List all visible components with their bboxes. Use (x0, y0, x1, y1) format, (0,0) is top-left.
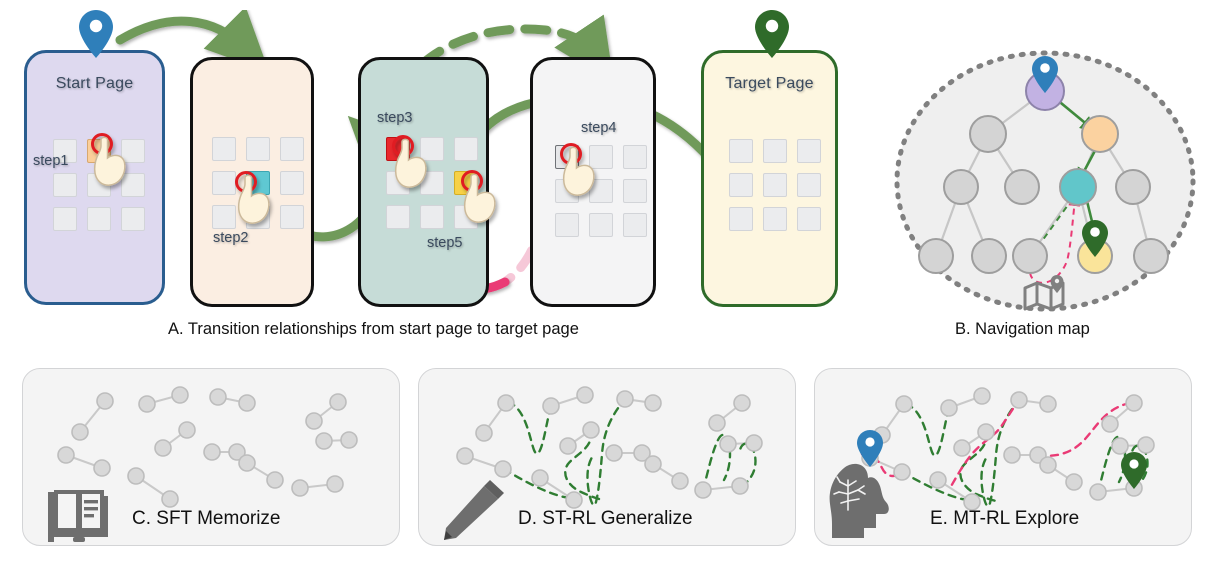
tile[interactable] (454, 137, 478, 161)
page-card-start-page[interactable]: Start Page step1 (24, 50, 165, 305)
tile[interactable] (729, 139, 753, 163)
panel-c-graph (48, 386, 358, 542)
tile[interactable] (589, 179, 613, 203)
tile-grid-start (53, 139, 145, 231)
tile[interactable] (121, 173, 145, 197)
tile[interactable] (420, 205, 444, 229)
tile[interactable] (87, 207, 111, 231)
caption-panel-d: D. ST-RL Generalize (518, 508, 693, 529)
page-card-target-page[interactable]: Target Page (701, 50, 838, 307)
step-label-step3: step3 (377, 110, 413, 126)
tile[interactable] (420, 137, 444, 161)
step-label-step5: step5 (427, 235, 463, 251)
panel-b-navigation-map (894, 50, 1196, 312)
page-title-target: Target Page (725, 75, 814, 92)
tile[interactable] (212, 205, 236, 229)
pointing-hand-click-icon (91, 133, 126, 186)
caption-panel-c: C. SFT Memorize (132, 508, 281, 529)
tile[interactable] (53, 207, 77, 231)
tile[interactable] (212, 171, 236, 195)
pointing-hand-click-icon (235, 171, 270, 224)
nav-goal-pin (1082, 220, 1108, 257)
start-page-pin (79, 10, 113, 58)
caption-panel-b: B. Navigation map (955, 320, 1090, 338)
step-label-step1: step1 (33, 153, 69, 169)
tile[interactable] (589, 145, 613, 169)
tile[interactable] (121, 207, 145, 231)
pointing-hand-click-icon (461, 170, 496, 223)
tile[interactable] (589, 213, 613, 237)
nav-start-pin (1032, 56, 1058, 93)
tile[interactable] (246, 137, 270, 161)
tile[interactable] (729, 173, 753, 197)
tile[interactable] (763, 173, 787, 197)
target-page-pin (755, 10, 789, 58)
explore-start-pin (857, 430, 883, 467)
tile[interactable] (797, 139, 821, 163)
tile[interactable] (280, 205, 304, 229)
tile[interactable] (623, 213, 647, 237)
tile[interactable] (623, 179, 647, 203)
pointing-hand-click-icon (560, 143, 595, 196)
page-title-start: Start Page (55, 75, 134, 92)
tile[interactable] (121, 139, 145, 163)
pointing-hand-click-icon (392, 135, 427, 188)
step-label-step4: step4 (581, 120, 617, 136)
tile[interactable] (212, 137, 236, 161)
tile[interactable] (280, 171, 304, 195)
tile[interactable] (53, 139, 77, 163)
step-label-step2: step2 (213, 230, 249, 246)
brain-head-icon (829, 463, 889, 538)
tile[interactable] (763, 139, 787, 163)
tile[interactable] (53, 173, 77, 197)
tile[interactable] (555, 213, 579, 237)
panel-e-graph (829, 387, 1155, 538)
explore-goal-pin (1121, 452, 1147, 489)
tile[interactable] (763, 207, 787, 231)
tile[interactable] (386, 205, 410, 229)
folded-map-pin-icon (1023, 275, 1065, 311)
open-book-icon (48, 490, 108, 542)
caption-panel-a: A. Transition relationships from start p… (168, 320, 579, 338)
tile-grid-target (729, 139, 821, 231)
caption-panel-e: E. MT-RL Explore (930, 508, 1080, 529)
tile[interactable] (280, 137, 304, 161)
tile[interactable] (729, 207, 753, 231)
tile[interactable] (797, 207, 821, 231)
tile[interactable] (797, 173, 821, 197)
pencil-icon (444, 480, 504, 540)
panel-d-graph (444, 386, 763, 540)
tile[interactable] (623, 145, 647, 169)
